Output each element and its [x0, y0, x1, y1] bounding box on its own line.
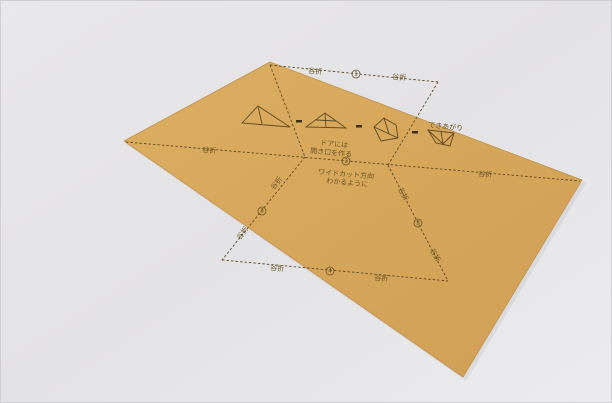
label-bottom-left: 谷折	[270, 263, 285, 273]
circle-num-3l: 3	[260, 208, 264, 215]
circle-num-3r: 3	[416, 220, 420, 227]
label-left: 谷折	[202, 145, 217, 155]
circle-num-1: 1	[354, 71, 358, 78]
circle-num-4: 4	[328, 268, 332, 275]
label-bottom-right: 谷折	[374, 273, 389, 283]
arrow-icon	[356, 125, 362, 128]
label-right: 谷折	[478, 169, 493, 179]
arrow-icon	[296, 120, 302, 123]
label-top-right: 谷折	[392, 72, 407, 82]
circle-num-2: 2	[344, 158, 348, 165]
arrow-icon	[412, 131, 418, 134]
label-top-left: 谷折	[308, 66, 323, 76]
